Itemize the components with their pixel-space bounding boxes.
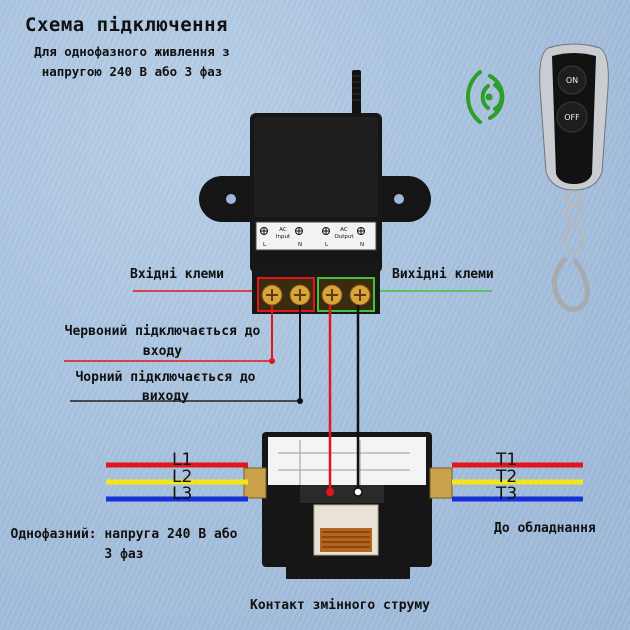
- black-wire-note: Чорний підключається до виходу: [75, 370, 256, 404]
- relay-input-n: N: [298, 242, 302, 248]
- relay-label-icons: [260, 227, 365, 235]
- contactor: [243, 432, 453, 579]
- wireless-signal-icon: [466, 70, 505, 124]
- relay-output-name: Output: [334, 234, 354, 240]
- output-terminals-label: Вихідні клеми: [392, 267, 494, 282]
- to-equipment-label: До обладнання: [494, 521, 596, 536]
- relay-output-l: L: [325, 242, 329, 248]
- relay-input-name: Input: [276, 234, 291, 240]
- phase-in-l1: L1: [172, 450, 193, 470]
- relay-output-ac: AC: [340, 227, 348, 233]
- antenna: [352, 70, 361, 116]
- terminal-screws: [261, 284, 371, 306]
- phase-out-t2: T2: [496, 467, 518, 487]
- contactor-label: Контакт змінного струму: [250, 598, 431, 613]
- remote-control: ON OFF: [539, 43, 609, 313]
- single-phase-note: Однофазний: напруга 240 В або 3 фаз: [10, 527, 238, 562]
- phase-in-l3: L3: [172, 484, 193, 504]
- phase-in-l2: L2: [172, 467, 193, 487]
- remote-off-label: OFF: [564, 113, 580, 122]
- relay-output-n: N: [360, 242, 364, 248]
- page-subtitle: Для однофазного живлення з напругою 240 …: [34, 44, 230, 79]
- page-title: Схема підключення: [25, 14, 228, 36]
- relay-module: [199, 113, 431, 314]
- phase-out-t1: T1: [496, 450, 518, 470]
- relay-input-l: L: [263, 242, 267, 248]
- remote-on-label: ON: [566, 76, 578, 85]
- phase-out-t3: T3: [496, 484, 518, 504]
- relay-input-ac: AC: [279, 227, 287, 233]
- input-terminals-label: Вхідні клеми: [130, 267, 224, 282]
- red-wire-note: Червоний підключається до входу: [64, 324, 261, 359]
